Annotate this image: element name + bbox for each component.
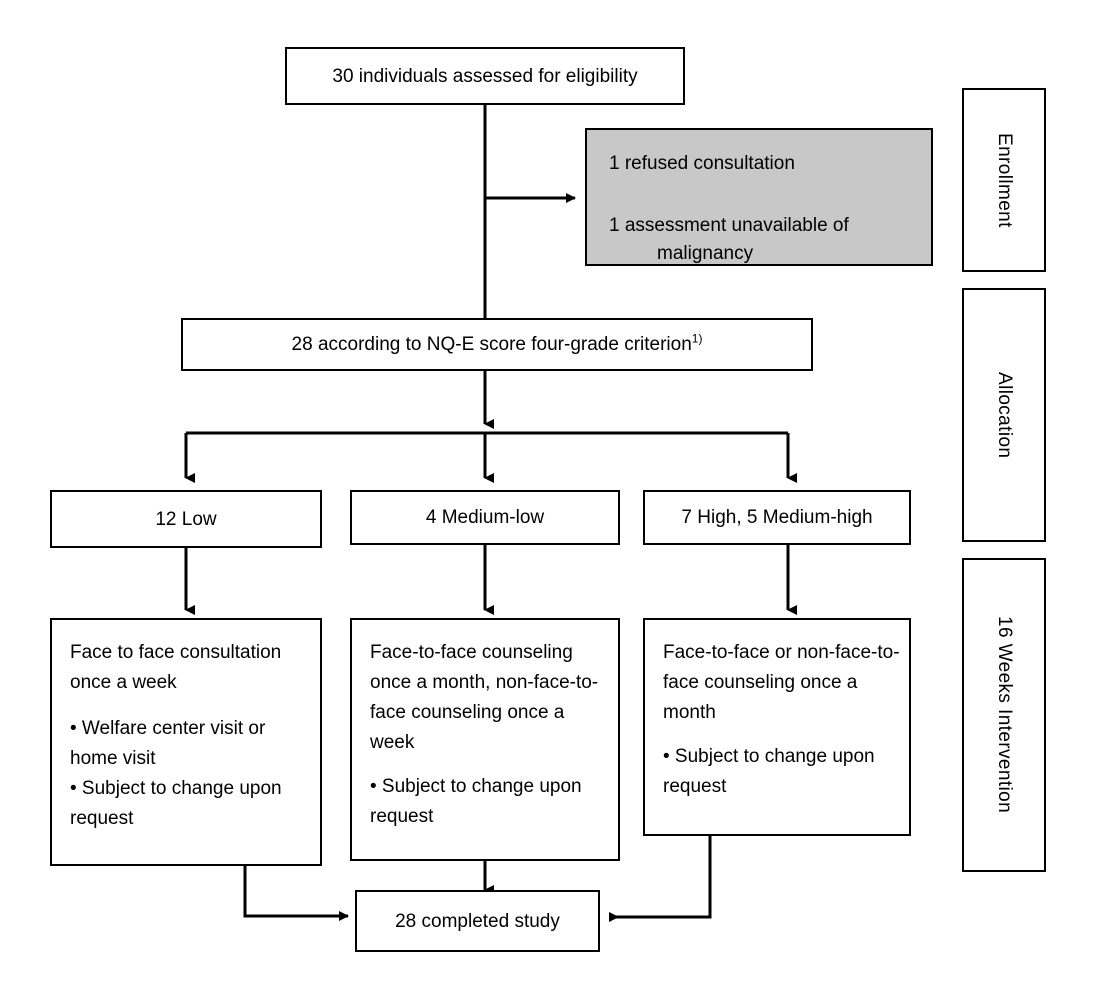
node-assessed-for-eligibility: 30 individuals assessed for eligibility: [285, 47, 685, 105]
phase-label-intervention-text: 16 Weeks Intervention: [994, 616, 1015, 814]
node-intervention-high-bullet-1: • Subject to change upon request: [663, 746, 875, 797]
node-group-medium-low-label: 4 Medium-low: [425, 507, 545, 528]
node-group-low-label: 12 Low: [155, 508, 217, 530]
wire-intervention-low-to-completed: [243, 866, 349, 921]
phase-label-enrollment: Enrollment: [962, 88, 1046, 272]
node-completed-study-label: 28 completed study: [395, 910, 560, 932]
node-excluded-line-1: 1 refused consultation: [609, 153, 795, 174]
phase-label-enrollment-text: Enrollment: [994, 132, 1015, 228]
node-allocated-label: 28 according to NQ-E score four-grade cr…: [291, 331, 703, 355]
node-intervention-low-header: Face to face consultation once a week: [70, 642, 282, 693]
node-allocated-text: 28 according to NQ-E score four-grade cr…: [291, 334, 692, 355]
node-intervention-medium-low-bullet-1: • Subject to change upon request: [370, 776, 582, 827]
phase-label-allocation: Allocation: [962, 288, 1046, 542]
wire-intervention-high-to-completed: [609, 836, 712, 922]
node-group-low: 12 Low: [50, 490, 322, 548]
phase-label-intervention: 16 Weeks Intervention: [962, 558, 1046, 872]
node-group-medium-low: 4 Medium-low: [350, 490, 620, 545]
node-allocated-criterion: 28 according to NQ-E score four-grade cr…: [181, 318, 813, 371]
node-intervention-medium-low: Face-to-face counseling once a month, no…: [350, 618, 620, 861]
node-intervention-low-bullet-1: • Welfare center visit or home visit: [70, 718, 266, 769]
node-completed-study: 28 completed study: [355, 890, 600, 952]
node-excluded-line-3: malignancy: [657, 243, 754, 264]
node-intervention-high: Face-to-face or non-face-to-face counsel…: [643, 618, 911, 836]
node-excluded: 1 refused consultation 1 assessment unav…: [585, 128, 933, 266]
node-assessed-label: 30 individuals assessed for eligibility: [332, 65, 638, 87]
node-group-high: 7 High, 5 Medium-high: [643, 490, 911, 545]
phase-label-allocation-text: Allocation: [994, 371, 1015, 459]
node-intervention-high-header: Face-to-face or non-face-to-face counsel…: [663, 642, 900, 723]
node-allocated-superscript: 1): [691, 331, 703, 346]
node-intervention-low: Face to face consultation once a week • …: [50, 618, 322, 866]
node-intervention-low-bullet-2: • Subject to change upon request: [70, 778, 282, 829]
node-intervention-medium-low-header: Face-to-face counseling once a month, no…: [370, 642, 599, 753]
node-group-high-label: 7 High, 5 Medium-high: [681, 507, 873, 528]
node-excluded-line-2: 1 assessment unavailable of: [609, 215, 849, 236]
